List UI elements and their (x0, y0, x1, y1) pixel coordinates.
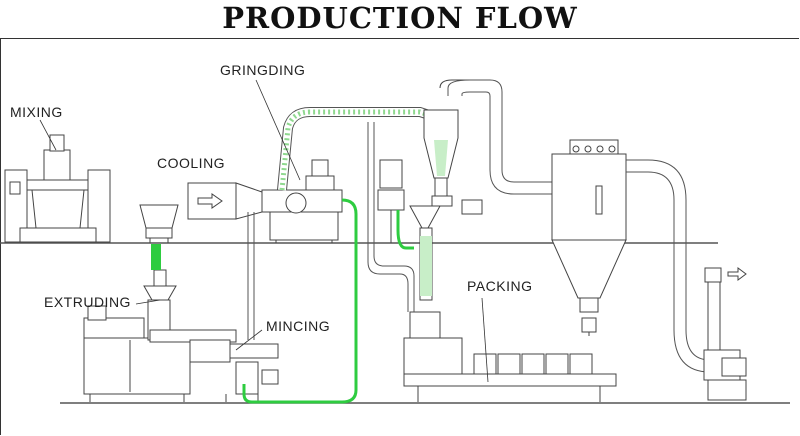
diagram-title: PRODUCTION FLOW (222, 1, 578, 35)
packing-machine (403, 311, 617, 402)
arrow-right-icon (197, 193, 223, 209)
label-cooling: COOLING (157, 155, 226, 171)
extruder (83, 269, 237, 402)
label-mixing: MIXING (10, 104, 63, 120)
fan-pipe (626, 159, 711, 373)
grinding-mill (261, 159, 343, 243)
support-pipes (247, 122, 415, 340)
mincing-machine (189, 339, 279, 402)
cooling-hopper (139, 204, 179, 243)
grinding-pipe (277, 107, 440, 191)
leader-lines (39, 79, 489, 383)
cyclone-separator (423, 79, 483, 215)
air-duct (447, 79, 552, 195)
label-packing: PACKING (467, 278, 533, 294)
sieve-hopper (377, 159, 441, 301)
exhaust-fan (703, 267, 747, 401)
label-mincing: MINCING (266, 318, 331, 334)
material-flow (151, 198, 414, 404)
dust-collector (551, 139, 627, 336)
mixing-machine (4, 134, 111, 243)
diagram-frame (0, 38, 799, 435)
label-grinding: GRINGDING (220, 62, 306, 78)
exhaust-arrow-icon (727, 267, 747, 281)
label-extruding: EXTRUDING (44, 294, 131, 310)
cooling-duct (187, 182, 263, 220)
